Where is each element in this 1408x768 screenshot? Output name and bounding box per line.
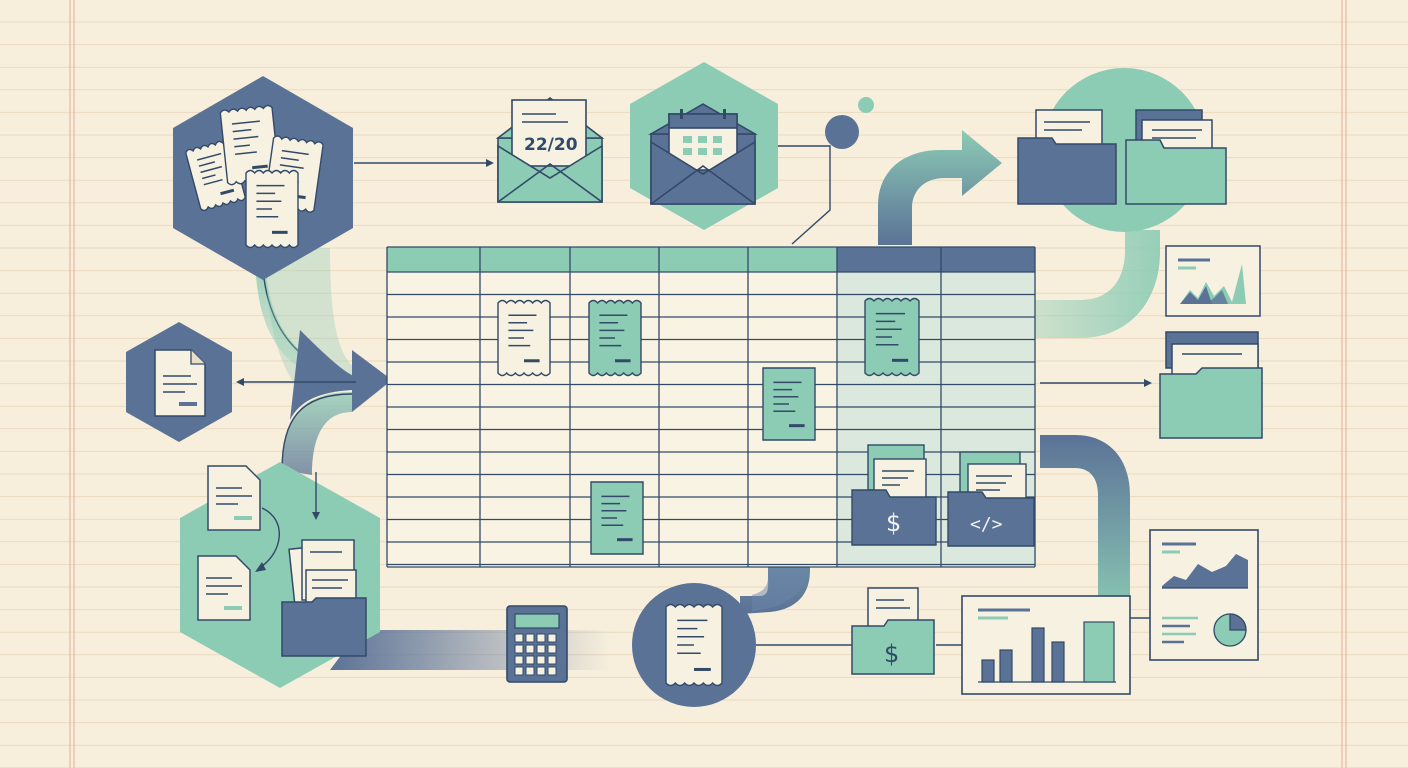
spreadsheet-grid xyxy=(386,246,1036,568)
receipt-icon xyxy=(590,481,644,555)
report-chart-icon xyxy=(1149,529,1259,661)
bar xyxy=(1031,627,1045,683)
document-hexagon xyxy=(126,322,232,442)
dollar-symbol: $ xyxy=(886,509,901,537)
receipt-icon xyxy=(497,299,551,377)
document-icon xyxy=(197,555,251,621)
folder-icon xyxy=(1017,109,1117,205)
documents-hexagon xyxy=(180,462,380,688)
folder-icon xyxy=(281,539,367,657)
bar xyxy=(1051,641,1065,683)
bar xyxy=(1083,621,1115,683)
receipts-hexagon xyxy=(173,76,353,280)
envelope-date: 22/20 xyxy=(524,135,578,155)
folder-icon: </> xyxy=(947,451,1035,547)
flow-arrow-into-grid xyxy=(290,330,392,420)
calculator-icon xyxy=(506,605,568,683)
receipt-icon xyxy=(864,297,920,377)
document-icon xyxy=(154,349,206,417)
grid-header-teal xyxy=(387,247,837,272)
calendar-hexagon xyxy=(630,62,778,230)
envelope-icon: 22/20 xyxy=(495,96,605,203)
decorative-dot xyxy=(858,97,874,113)
bar xyxy=(981,659,995,683)
bar xyxy=(999,649,1013,683)
receipt-icon xyxy=(665,603,723,687)
folder-icon: $ xyxy=(851,587,935,675)
folder-icon xyxy=(1159,331,1263,439)
flow-band-right xyxy=(1040,435,1130,620)
decorative-dot xyxy=(825,115,859,149)
folder-icon xyxy=(1125,109,1227,205)
grid-header-navy xyxy=(837,247,1035,272)
receipt-icon xyxy=(762,367,816,441)
receipt-icon xyxy=(588,299,642,377)
document-icon xyxy=(207,465,261,531)
calendar-icon xyxy=(648,103,758,205)
flow-arrow-to-folders xyxy=(878,130,1002,245)
folder-icon: $ xyxy=(851,444,937,546)
area-chart-icon xyxy=(1165,245,1261,317)
dollar-symbol: $ xyxy=(884,640,899,668)
bar-chart-icon xyxy=(961,595,1131,695)
code-symbol: </> xyxy=(970,514,1003,535)
